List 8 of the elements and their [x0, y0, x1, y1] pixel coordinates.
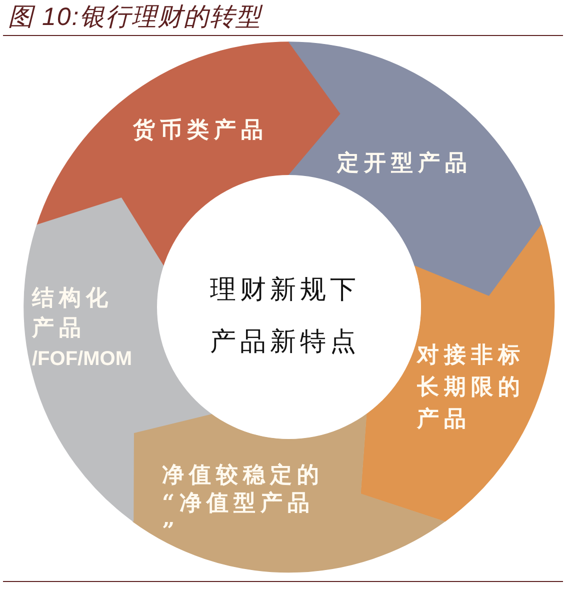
segment-label: 对接非标长期限的产品 [416, 340, 526, 434]
segment-label: 货币类产品 [132, 116, 268, 145]
segment-label: 定开型产品 [337, 149, 472, 178]
figure-title: 图 10:银行理财的转型 [8, 2, 262, 32]
segment-label: 结构化产品/FOF/MOM [32, 284, 133, 372]
center-label: 理财新规下产品新特点 [210, 274, 361, 359]
ring-arrow-segment [360, 225, 554, 522]
segment-label: 净值较稳定的“净值型产品” [162, 460, 325, 545]
